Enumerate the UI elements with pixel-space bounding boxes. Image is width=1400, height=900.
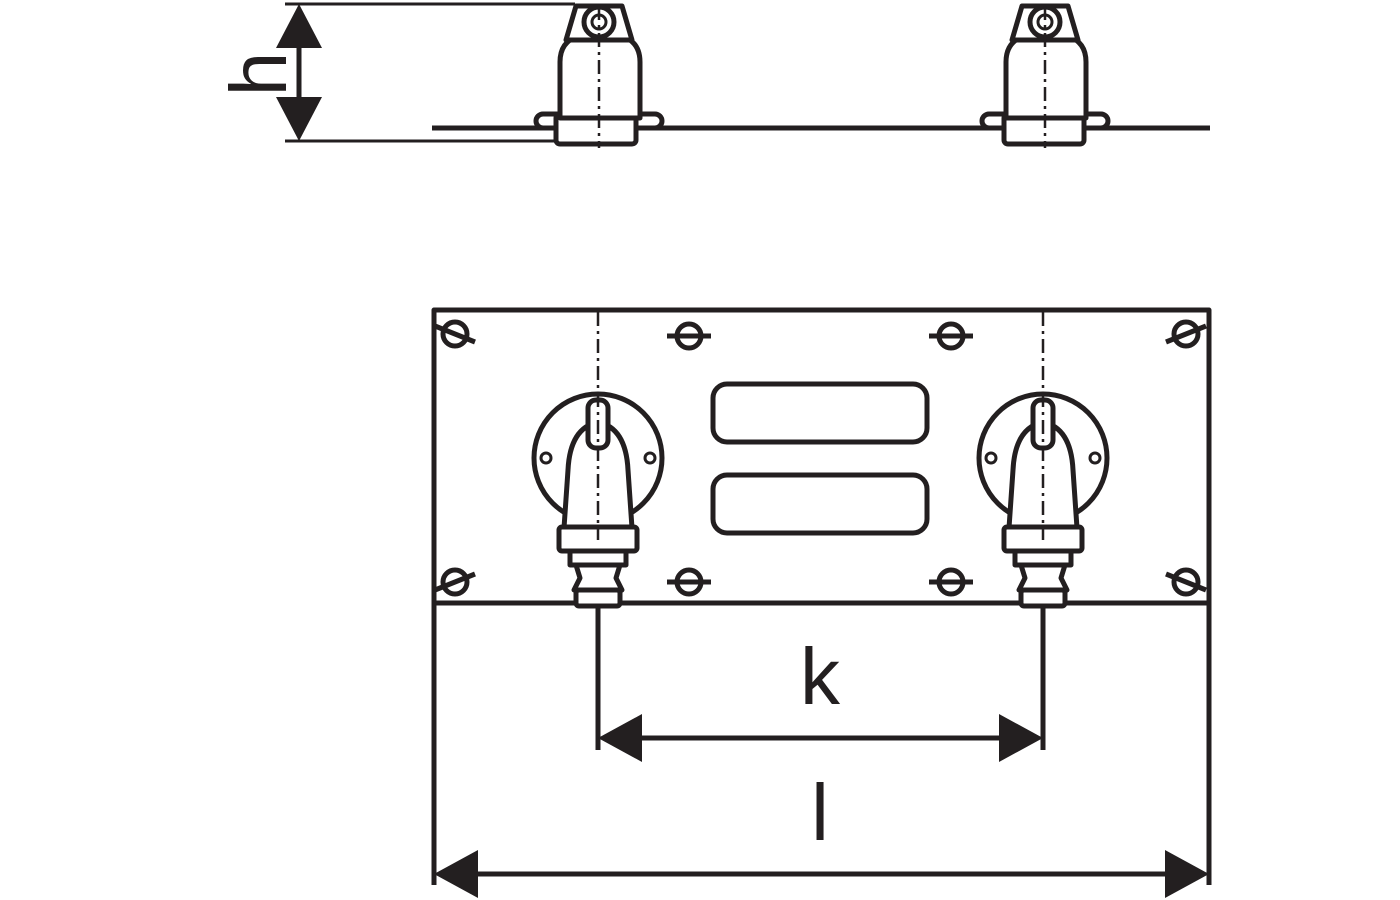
hole-top-right — [1165, 319, 1207, 349]
l-arrow-right — [1165, 850, 1209, 898]
hole-bottom-center-right — [929, 567, 973, 597]
elbow-barb-left — [571, 562, 625, 593]
hole-top-left — [434, 319, 476, 349]
slot-upper — [710, 381, 930, 445]
flange-screw-left-a — [539, 451, 553, 465]
side-view: h — [214, 2, 1210, 148]
hole-top-center-left — [667, 321, 711, 351]
elbow-barb-right — [1016, 562, 1070, 593]
slot-lower — [710, 472, 930, 536]
side-elbow-right — [979, 3, 1111, 148]
h-dimension: h — [214, 4, 322, 141]
l-dimension: l — [434, 768, 1209, 898]
wall-elbow-left — [531, 312, 665, 609]
hole-bottom-center-left — [667, 567, 711, 597]
mounting-holes — [434, 319, 1207, 597]
l-arrow-left — [434, 850, 478, 898]
k-dimension: k — [598, 632, 1043, 762]
hole-top-center-right — [929, 321, 973, 351]
l-label: l — [811, 768, 829, 857]
k-arrow-left — [598, 714, 642, 762]
h-arrow-top — [276, 4, 322, 48]
mounting-plate — [431, 307, 1212, 606]
side-elbow-left — [533, 3, 665, 148]
hole-bottom-left — [434, 567, 476, 597]
h-label: h — [214, 52, 303, 97]
flange-screw-right-a — [984, 451, 998, 465]
side-body-left — [557, 33, 643, 121]
elbow-tip-left — [573, 587, 623, 609]
k-arrow-right — [999, 714, 1043, 762]
hole-bottom-right — [1165, 567, 1207, 597]
front-view: k l — [431, 307, 1212, 898]
side-body-right — [1003, 33, 1089, 121]
h-arrow-bottom — [276, 97, 322, 141]
k-label: k — [800, 632, 841, 721]
wall-elbow-right — [976, 312, 1110, 609]
elbow-tip-right — [1018, 587, 1068, 609]
flange-screw-right-b — [1088, 451, 1102, 465]
flange-screw-left-b — [643, 451, 657, 465]
